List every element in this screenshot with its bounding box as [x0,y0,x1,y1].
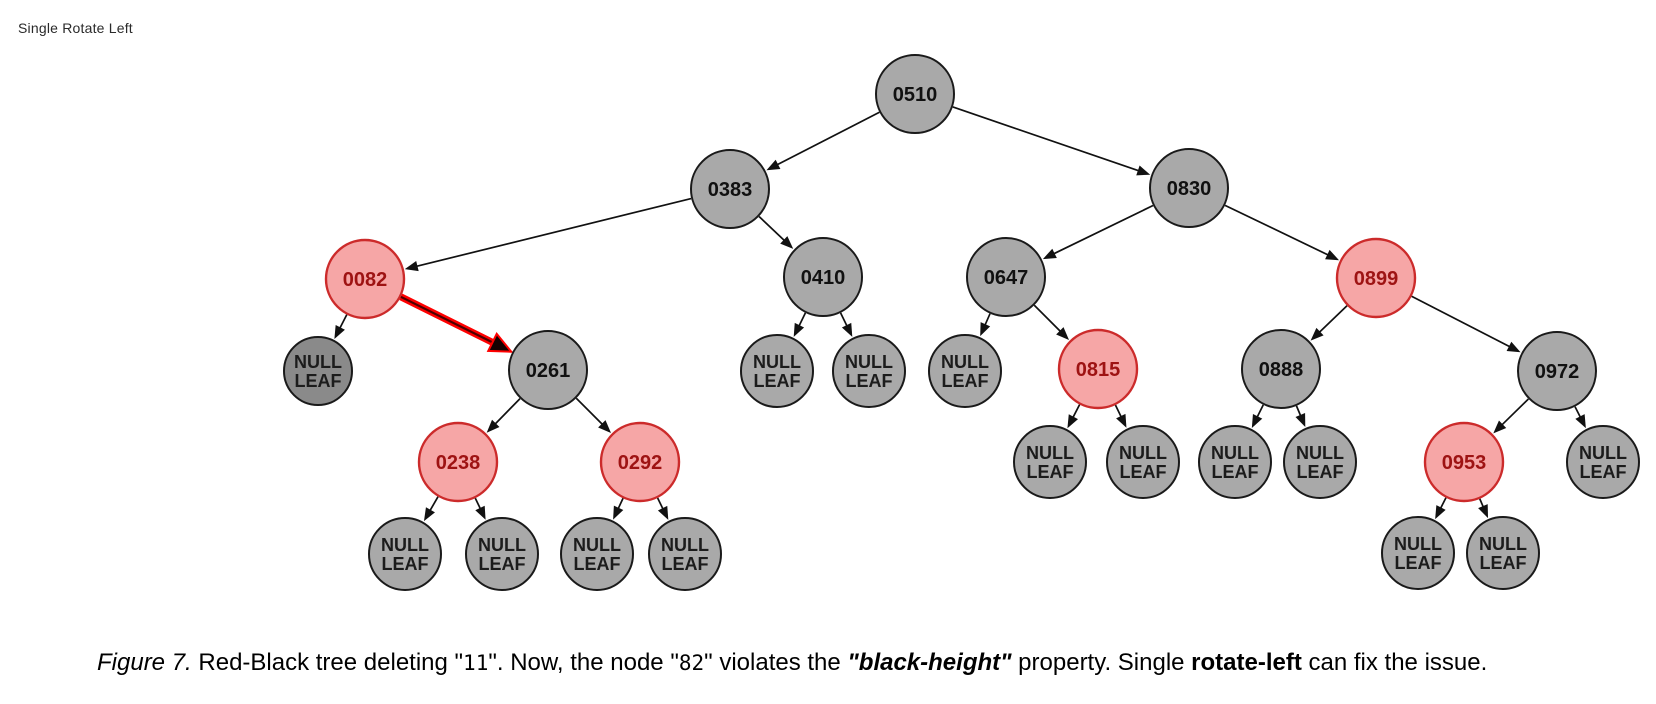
edge-0261-0238 [486,397,521,433]
tree-node-0510: 0510 [875,54,955,134]
edge-0888-null-7 [1251,404,1265,428]
edge-0292-null-13 [656,497,669,520]
edge-0383-0410 [758,215,794,249]
caption-segment: ". Now, the node " [488,649,679,676]
tree-node-0972: 0972 [1517,331,1597,411]
edge-0972-null-9 [1574,406,1586,429]
rotate-left-highlight-arrow [399,293,514,353]
edge-0647-null-4 [980,313,991,337]
figure-caption: Figure 7. Red-Black tree deleting "11". … [97,649,1487,677]
tree-node-0238: 0238 [417,421,499,503]
edge-0082-null-1 [334,314,348,339]
tree-node-0292: 0292 [599,421,681,503]
edge-0510-0830 [952,106,1151,176]
caption-segment: "black-height" [847,649,1012,676]
caption-segment: property. Single [1011,649,1192,676]
node-value-label: 0815 [1076,359,1121,381]
tree-node-0830: 0830 [1149,148,1229,228]
node-value-label: 0082 [343,269,388,291]
tree-node-0261: 0261 [508,330,588,410]
node-value-label: 0261 [526,360,571,382]
node-value-label: 0830 [1167,178,1212,200]
node-value-label: 0383 [708,179,753,201]
tree-node-0082: 0082 [324,238,406,320]
tree-node-0383: 0383 [690,149,770,229]
node-value-label: 0972 [1535,361,1580,383]
edge-0953-null-15 [1478,498,1489,519]
edge-0953-null-14 [1435,497,1447,520]
tree-node-0899: 0899 [1335,237,1417,319]
edge-0830-0899 [1224,204,1340,261]
caption-segment: " violates the [704,649,848,676]
node-value-label: 0899 [1354,268,1399,290]
edge-0899-0972 [1411,295,1521,353]
tree-node-0647: 0647 [966,237,1046,317]
node-value-label: 0410 [801,267,846,289]
caption-segment: rotate-left [1191,649,1302,676]
node-value-label: 0647 [984,267,1029,289]
edge-0888-null-8 [1295,405,1306,427]
edge-0815-null-6 [1114,404,1127,428]
tree-node-0815: 0815 [1057,328,1139,410]
caption-segment: can fix the issue. [1301,649,1488,676]
tree-node-0888: 0888 [1241,329,1321,409]
node-value-label: 0292 [618,452,663,474]
edge-0510-0383 [766,111,880,171]
edge-0972-0953 [1493,398,1530,434]
edge-0830-0647 [1042,204,1154,260]
caption-segment: Figure 7. [97,649,192,676]
tree-node-0953: 0953 [1423,421,1505,503]
edge-0815-null-5 [1067,404,1081,429]
edge-0383-0082 [404,197,692,272]
edge-0238-null-11 [474,497,486,520]
caption-segment: Red-Black tree deleting " [191,649,464,676]
edge-0261-0292 [575,397,612,434]
edge-0292-null-12 [613,497,624,520]
node-value-label: 0510 [893,84,938,106]
edge-0899-0888 [1310,305,1348,341]
caption-segment: 11 [463,651,489,675]
edge-0647-0815 [1033,304,1070,341]
edge-0410-null-3 [839,312,853,337]
edge-0238-null-10 [423,496,439,522]
diagram-title: Single Rotate Left [18,20,133,36]
caption-segment: 82 [678,651,705,675]
node-value-label: 0888 [1259,359,1304,381]
tree-node-0410: 0410 [783,237,863,317]
node-value-label: 0953 [1442,452,1487,474]
edge-0410-null-2 [793,312,807,337]
node-value-label: 0238 [436,452,481,474]
